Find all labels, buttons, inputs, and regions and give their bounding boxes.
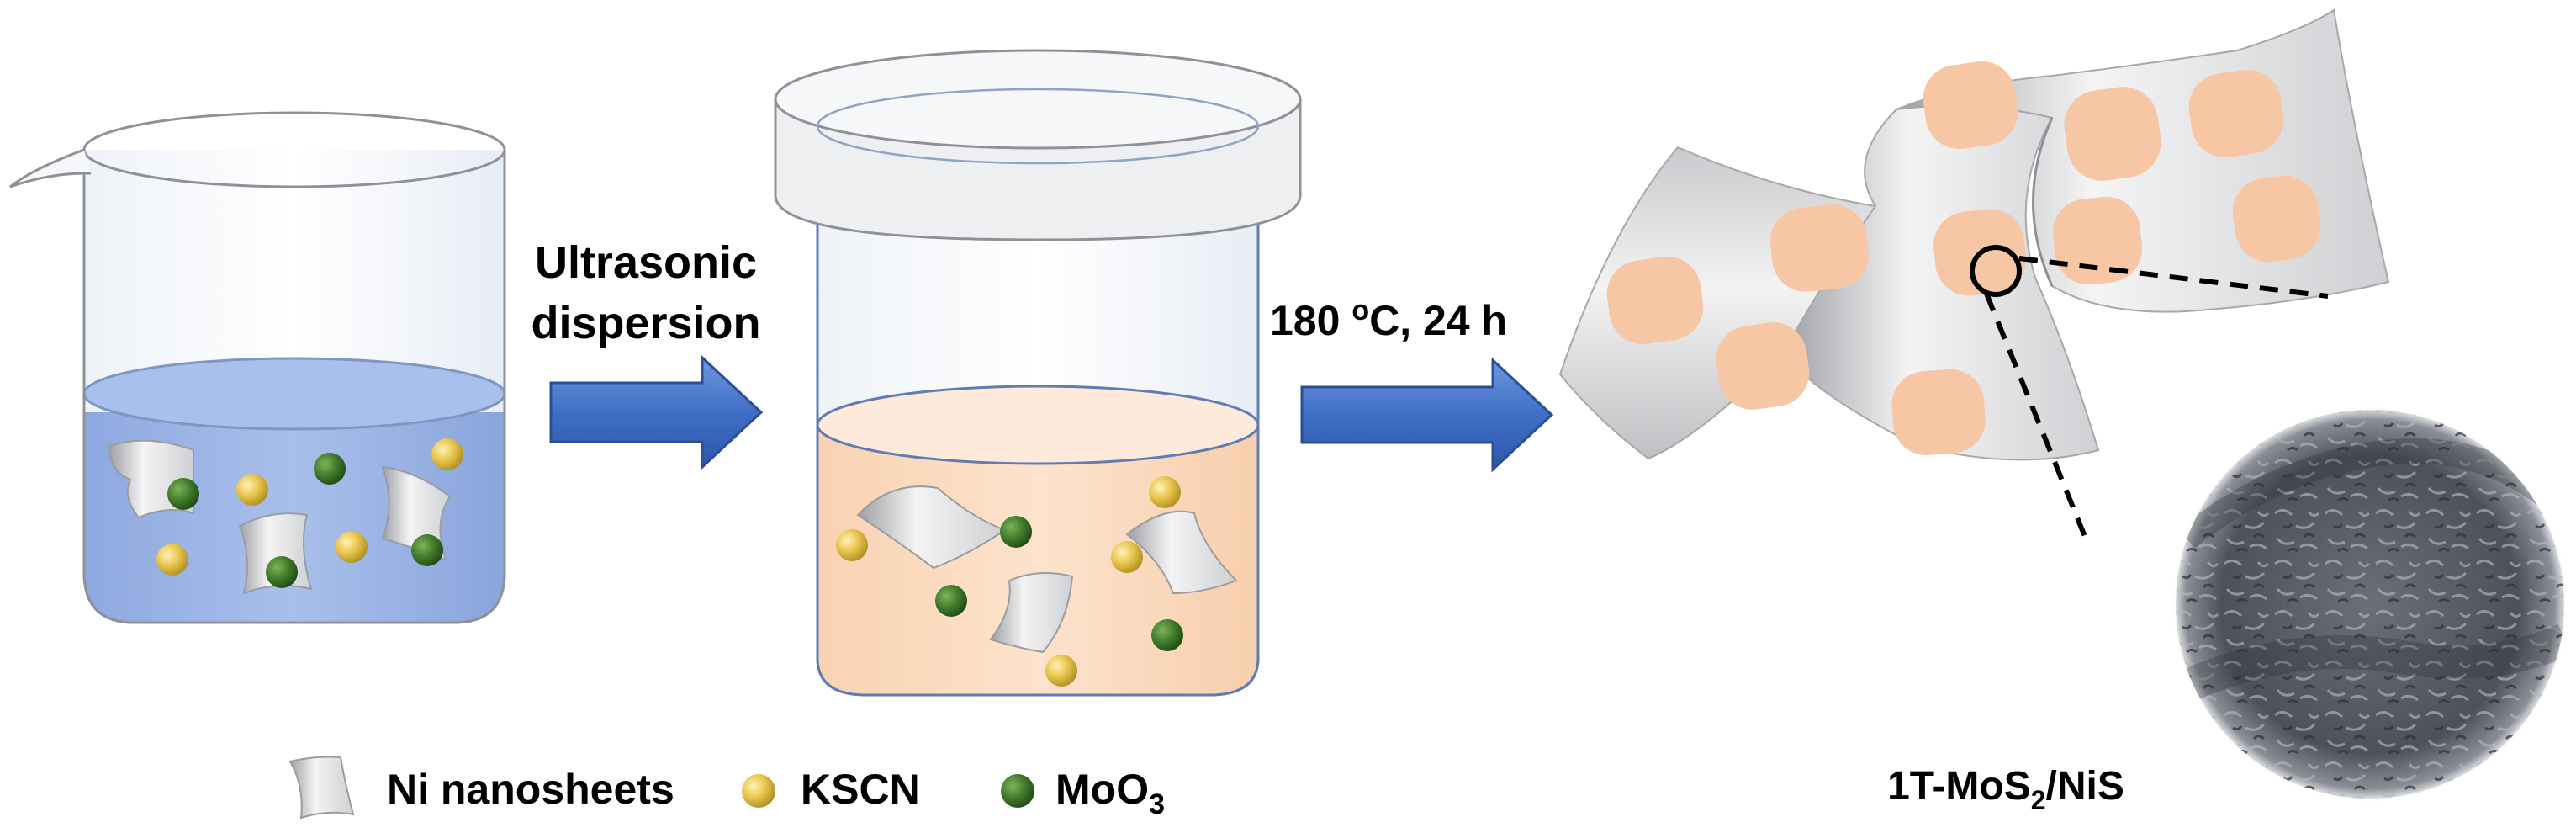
kscn-particle	[336, 531, 368, 563]
moo3-particle	[314, 453, 346, 485]
zoom-line-upper	[2018, 256, 2329, 299]
step1-label-line1: Ultrasonic	[535, 237, 757, 288]
legend-item-kscn: KSCN	[801, 766, 920, 813]
autoclave	[774, 49, 1302, 697]
beaker	[9, 111, 506, 624]
kscn-particle	[156, 544, 188, 576]
product-label: 1T-MoS2/NiS	[1887, 764, 2124, 815]
kscn-legend-icon	[742, 774, 775, 808]
ni-nanosheet	[989, 572, 1074, 654]
mos2-patches	[1606, 61, 2321, 456]
beaker-spout	[9, 148, 92, 188]
mos2-nis-sheet	[1558, 8, 2390, 461]
legend: Ni nanosheets KSCN MoO3	[288, 756, 1165, 820]
moo3-particle	[167, 478, 199, 510]
ni-nanosheet-legend-icon	[288, 756, 355, 820]
sem-image-inset	[2167, 401, 2573, 807]
step-arrow-1	[549, 354, 764, 470]
kscn-particle	[836, 529, 868, 561]
moo3-particle	[411, 534, 443, 566]
kscn-particle	[1045, 655, 1077, 687]
moo3-particle	[1000, 516, 1032, 548]
water-surface	[82, 357, 506, 431]
arrow-icon	[549, 354, 764, 470]
legend-item-ni-nanosheets: Ni nanosheets	[387, 766, 674, 813]
moo3-particle	[935, 585, 967, 617]
kscn-particle	[1149, 476, 1181, 508]
legend-item-moo3: MoO3	[1055, 766, 1165, 820]
kscn-particle	[236, 474, 268, 506]
moo3-particle	[1151, 619, 1183, 651]
ni-nanosheet	[1125, 510, 1238, 595]
kscn-particle	[431, 438, 463, 470]
solution-surface	[816, 385, 1260, 465]
kscn-particle	[1111, 541, 1143, 573]
moo3-legend-icon	[1001, 774, 1034, 808]
zoom-line-lower	[1984, 292, 2090, 544]
step2-label: 180 oC, 24 h	[1270, 294, 1507, 344]
step-arrow-2	[1300, 357, 1554, 473]
zoom-marker-icon	[1970, 245, 2022, 297]
moo3-particle	[266, 556, 298, 588]
step1-label-line2: dispersion	[531, 298, 760, 348]
arrow-icon	[1300, 357, 1554, 473]
